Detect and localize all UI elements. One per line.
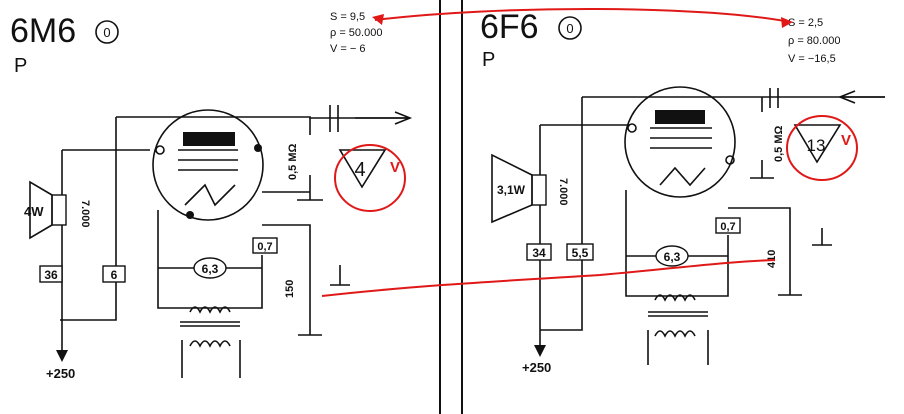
right-subtitle: P <box>482 49 495 71</box>
right-box-07-label: 0,7 <box>720 221 735 233</box>
left-transformer-value: 7.000 <box>79 200 91 228</box>
red-connector-top <box>374 7 791 23</box>
left-speaker-magnet <box>51 194 67 226</box>
left-heater-core <box>180 321 240 327</box>
right-heater-coil-bottom <box>654 330 696 338</box>
left-subtitle: P <box>14 55 27 77</box>
left-tube-pin <box>155 145 165 155</box>
left-speaker-cone <box>29 180 53 240</box>
red-circle-left <box>334 144 406 212</box>
right-speaker-label: 3,1W <box>497 183 526 197</box>
right-box-55 <box>566 243 594 261</box>
right-tube-grids <box>650 127 712 149</box>
left-tube-envelope <box>152 109 264 221</box>
right-tube-pin-right <box>725 155 735 165</box>
right-triangle <box>793 124 842 164</box>
left-title-circle <box>95 20 119 44</box>
red-connector-bottom <box>321 259 776 297</box>
right-resistor-cathode: 410 <box>766 250 778 268</box>
right-param-s: S = 2,5 <box>788 17 823 29</box>
right-left-rail <box>540 97 583 331</box>
red-arrowhead-left <box>372 14 384 25</box>
right-heater-leads <box>647 330 709 365</box>
left-box-6-label: 6 <box>111 268 118 282</box>
left-ground-2 <box>298 300 322 336</box>
left-box-36-label: 36 <box>44 268 58 282</box>
left-bypass-capacitor <box>330 265 350 286</box>
left-tube-title: 6M6 <box>10 12 76 50</box>
left-heater-loop <box>157 210 263 309</box>
left-coupling-capacitor <box>329 105 339 132</box>
red-arrowhead-right <box>781 17 793 28</box>
right-box-34-label: 34 <box>532 246 546 260</box>
left-resistor-grid: 0,5 MΩ <box>287 143 299 180</box>
annotations: V V <box>321 7 858 297</box>
left-supply-arrow <box>56 350 68 362</box>
left-param-rho: ρ = 50.000 <box>330 27 382 39</box>
left-heater-label: 6,3 <box>202 262 219 276</box>
left-box-07-label: 0,7 <box>257 241 272 253</box>
left-tube-filament <box>184 183 236 207</box>
left-tube-plate <box>183 132 235 146</box>
right-bypass-capacitor <box>812 228 832 246</box>
left-param-s: S = 9,5 <box>330 11 365 23</box>
left-triangle-value: 4 <box>354 159 365 181</box>
left-left-rail <box>60 117 117 321</box>
left-title-circle-label: 0 <box>103 25 110 40</box>
right-tube-plate <box>655 110 705 124</box>
red-circle-right <box>786 115 858 181</box>
right-box-34 <box>526 243 552 261</box>
left-box-36 <box>39 265 63 283</box>
left-tube-pin-dot <box>254 144 262 152</box>
left-heater-leads <box>181 340 241 378</box>
left-box-07 <box>252 237 278 254</box>
left-tube-pin-bottom <box>186 211 194 219</box>
right-speaker-cone <box>491 153 533 224</box>
right-heater-oval <box>655 245 689 267</box>
left-heater-oval <box>193 257 227 279</box>
left-input-arrow <box>355 111 413 125</box>
right-triangle-value: 13 <box>807 136 826 155</box>
right-tube-envelope <box>624 86 736 198</box>
right-ground <box>778 268 802 296</box>
right-param-v: V = −16,5 <box>788 53 836 65</box>
right-transformer-value: 7.000 <box>557 178 569 206</box>
right-speaker-magnet <box>531 174 547 206</box>
right-supply-label: +250 <box>522 360 551 375</box>
right-resistor-grid: 0,5 MΩ <box>773 125 785 162</box>
right-title-circle <box>558 16 582 40</box>
right-heater-label: 6,3 <box>664 250 681 264</box>
right-tube-pin <box>627 123 637 133</box>
left-box-6 <box>102 265 126 283</box>
right-heater-loop <box>625 190 729 297</box>
right-supply-arrow <box>534 345 546 357</box>
right-cathode-wire <box>728 207 791 225</box>
left-panel: 6M6 0 P S = 9,5 ρ = 50.000 V = − 6 +250 … <box>10 11 413 381</box>
left-triangle <box>338 149 387 189</box>
left-tube-grids <box>178 149 238 171</box>
right-coupling-capacitor <box>769 88 779 108</box>
red-mark-right: V <box>841 132 851 149</box>
red-mark-left: V <box>390 159 400 176</box>
left-heater-coil-bottom <box>189 340 231 348</box>
right-panel: 6F6 0 P S = 2,5 ρ = 80.000 V = −16,5 +25… <box>480 8 885 375</box>
left-heater-coil-top <box>189 306 231 314</box>
right-title-circle-label: 0 <box>566 21 573 36</box>
right-box-55-label: 5,5 <box>572 246 589 260</box>
right-grid-resistor-wires <box>750 97 774 179</box>
right-input-arrow <box>837 90 885 104</box>
right-tube-filament <box>659 166 706 187</box>
right-box-07 <box>715 217 741 234</box>
left-supply-label: +250 <box>46 366 75 381</box>
right-heater-coil-top <box>654 294 696 302</box>
left-param-v: V = − 6 <box>330 43 365 55</box>
left-resistor-cathode: 150 <box>284 280 296 298</box>
right-tube-title: 6F6 <box>480 8 539 46</box>
left-speaker-label: 4W <box>24 204 44 219</box>
right-heater-core <box>648 311 708 317</box>
left-cathode-wire <box>262 224 311 258</box>
right-param-rho: ρ = 80.000 <box>788 35 840 47</box>
